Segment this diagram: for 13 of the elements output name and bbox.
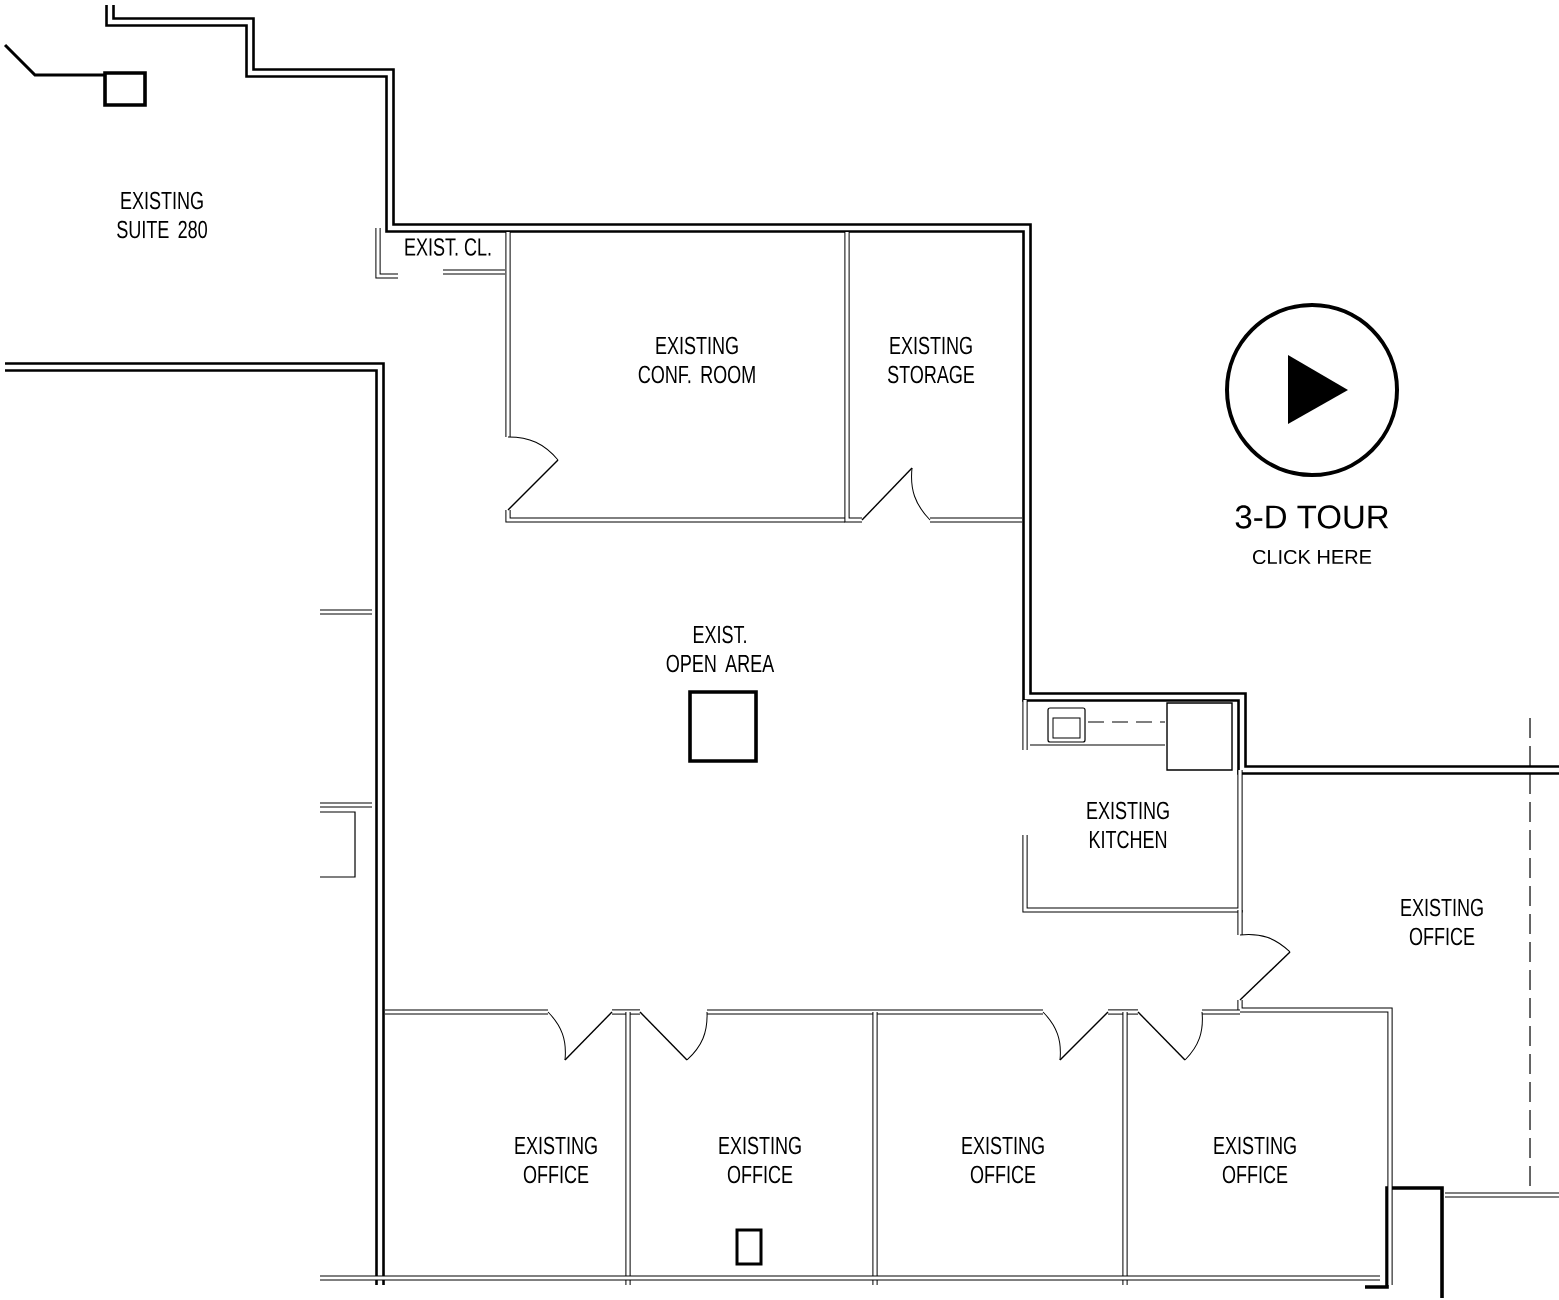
room-label: EXISTING STORAGE — [888, 336, 975, 384]
room-label: EXISTING OFFICE — [1214, 1136, 1296, 1184]
room-label: EXISTING OFFICE — [719, 1136, 801, 1184]
room-label: EXISTING OFFICE — [962, 1136, 1044, 1184]
room-label: EXIST. OPEN AREA — [666, 625, 775, 673]
room-label: EXISTING KITCHEN — [1087, 801, 1169, 849]
room-label: EXISTING SUITE 280 — [117, 191, 207, 239]
room-label: EXISTING CONF. ROOM — [638, 336, 755, 384]
room-label: EXIST. CL. — [405, 238, 491, 256]
tour-heading: 3-D TOUR — [1235, 505, 1389, 529]
room-label: EXISTING OFFICE — [1401, 898, 1483, 946]
room-label: EXISTING OFFICE — [515, 1136, 597, 1184]
click-here-text: CLICK HERE — [1253, 549, 1372, 565]
